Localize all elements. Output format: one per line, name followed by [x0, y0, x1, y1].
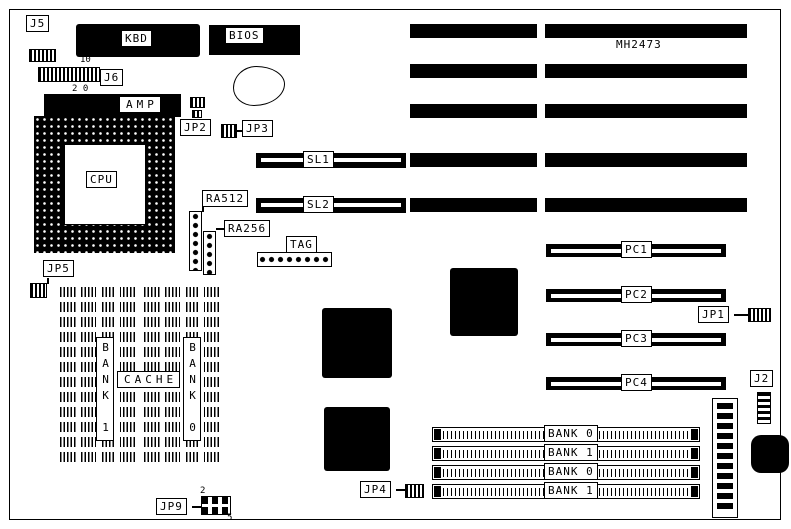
jp9-label: JP9 — [156, 498, 187, 515]
isa-slot-bar — [545, 64, 747, 78]
cpu-label: CPU — [86, 171, 117, 188]
j6-pin10-text: 10 — [80, 55, 91, 65]
pc2-label: PC2 — [621, 286, 652, 303]
isa-slot-bar — [545, 104, 747, 118]
j5-label: J5 — [26, 15, 50, 32]
jp2-connector-2 — [192, 110, 202, 118]
jp2-connector — [190, 97, 205, 108]
tag-label: TAG — [286, 236, 317, 253]
cache-label: CACHE — [117, 371, 181, 388]
qfp-chip-3 — [324, 407, 390, 471]
sl2-label: SL2 — [303, 196, 334, 213]
leader-line — [192, 506, 201, 508]
simm-bank-label-2: BANK 1 — [544, 444, 598, 461]
ra512-sip — [189, 211, 202, 271]
sl1-label: SL1 — [303, 151, 334, 168]
pc3-label: PC3 — [621, 330, 652, 347]
jp5-connector — [30, 283, 47, 298]
j2-label: J2 — [750, 370, 774, 387]
jp1-connector — [748, 308, 771, 322]
jp2-label: JP2 — [180, 119, 211, 136]
isa-slot-bar — [545, 153, 747, 167]
amp-label: AMP — [119, 96, 161, 113]
cache-bank0-label: BANK 0 — [183, 337, 201, 441]
kbd-label: KBD — [121, 30, 152, 47]
jp4-label: JP4 — [360, 481, 391, 498]
ra512-label: RA512 — [202, 190, 249, 207]
din-connector — [751, 435, 789, 473]
jp1-label: JP1 — [698, 306, 729, 323]
jp9-connector — [201, 496, 231, 515]
pc4-label: PC4 — [621, 374, 652, 391]
qfp-chip-2 — [450, 268, 518, 336]
qfp-chip-1 — [322, 308, 392, 378]
j6-label: J6 — [100, 69, 124, 86]
leader-line — [734, 314, 748, 316]
tag-chip — [257, 252, 332, 267]
leader-line — [216, 228, 224, 230]
j6-pin20-text: 2 0 — [72, 84, 89, 94]
pc1-label: PC1 — [621, 241, 652, 258]
isa-slot-bar — [545, 24, 747, 38]
leader-line — [47, 278, 49, 284]
isa-slot-bar — [545, 198, 747, 212]
leader-line — [202, 207, 204, 212]
isa-slot-bar — [410, 64, 537, 78]
jp9-pin5-text: 5 — [227, 513, 233, 523]
jp3-label: JP3 — [242, 120, 273, 137]
j6-connector — [38, 67, 100, 82]
leader-line — [396, 489, 405, 491]
isa-slot-bar — [410, 104, 537, 118]
jp3-connector — [221, 124, 237, 138]
ra256-label: RA256 — [224, 220, 271, 237]
part-number-text: MH2473 — [616, 38, 662, 51]
power-connector — [712, 398, 738, 518]
cache-bank1-label: BANK 1 — [96, 337, 114, 441]
isa-slot-bar — [410, 153, 537, 167]
board-outline — [9, 9, 781, 520]
j5-connector — [29, 49, 56, 62]
simm-bank-label-3: BANK 0 — [544, 463, 598, 480]
simm-bank-label-1: BANK 0 — [544, 425, 598, 442]
isa-slot-bar — [410, 24, 537, 38]
jp5-label: JP5 — [43, 260, 74, 277]
power-connector-pins — [717, 403, 733, 513]
ra256-sip — [203, 231, 216, 275]
j2-connector — [757, 392, 771, 424]
jp9-pin2-text: 2 — [200, 486, 206, 496]
isa-slot-bar — [410, 198, 537, 212]
bios-label: BIOS — [225, 27, 264, 44]
leader-line — [237, 130, 242, 132]
simm-bank-label-4: BANK 1 — [544, 482, 598, 499]
jp4-connector — [405, 484, 424, 498]
